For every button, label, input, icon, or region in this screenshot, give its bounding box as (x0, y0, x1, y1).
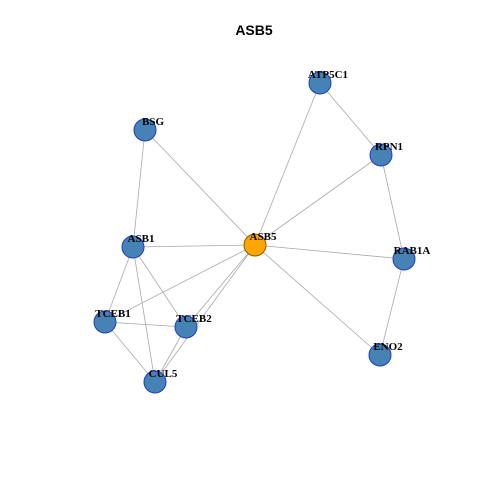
node-label-rab1a: RAB1A (394, 245, 431, 257)
edge-asb1-cul5 (132, 246, 156, 383)
edge-asb5-rab1a (254, 244, 405, 260)
edge-asb5-tceb1 (104, 244, 256, 323)
edge-asb5-tceb2 (185, 244, 256, 328)
node-label-cul5: CUL5 (149, 368, 178, 380)
node-tceb2 (174, 315, 198, 339)
edge-asb5-eno2 (254, 244, 381, 356)
node-label-atp5c1: ATP5C1 (308, 69, 348, 81)
node-label-eno2: ENO2 (373, 341, 403, 353)
node-label-asb5: ASB5 (250, 231, 277, 243)
edge-rpn1-rab1a (380, 154, 405, 260)
node-asb1 (121, 235, 145, 259)
edge-asb1-tceb2 (132, 246, 187, 328)
diagram-title: ASB5 (235, 22, 273, 38)
node-rab1a (392, 247, 416, 271)
node-rpn1 (369, 143, 393, 167)
node-asb5 (243, 233, 267, 257)
node-eno2 (368, 343, 392, 367)
node-label-tceb2: TCEB2 (176, 313, 212, 325)
edge-atp5c1-rpn1 (319, 82, 382, 156)
node-tceb1 (93, 310, 117, 334)
edge-rab1a-eno2 (379, 258, 405, 356)
node-bsg (133, 118, 157, 142)
edge-asb5-atp5c1 (254, 82, 321, 246)
node-cul5 (143, 370, 167, 394)
edge-tceb1-cul5 (104, 321, 156, 383)
node-label-tceb1: TCEB1 (95, 308, 130, 320)
edge-asb5-asb1 (132, 244, 256, 248)
node-label-asb1: ASB1 (128, 233, 155, 245)
edge-asb5-bsg (144, 129, 256, 246)
edge-bsg-asb1 (132, 129, 146, 248)
node-layer (93, 71, 416, 394)
edge-asb1-tceb1 (104, 246, 134, 323)
node-label-bsg: BSG (142, 116, 164, 128)
node-label-rpn1: RPN1 (375, 141, 403, 153)
edge-layer (104, 82, 405, 383)
edge-asb5-cul5 (154, 244, 256, 383)
node-atp5c1 (308, 71, 332, 95)
edge-tceb1-tceb2 (104, 321, 187, 328)
edge-asb5-rpn1 (254, 154, 382, 246)
